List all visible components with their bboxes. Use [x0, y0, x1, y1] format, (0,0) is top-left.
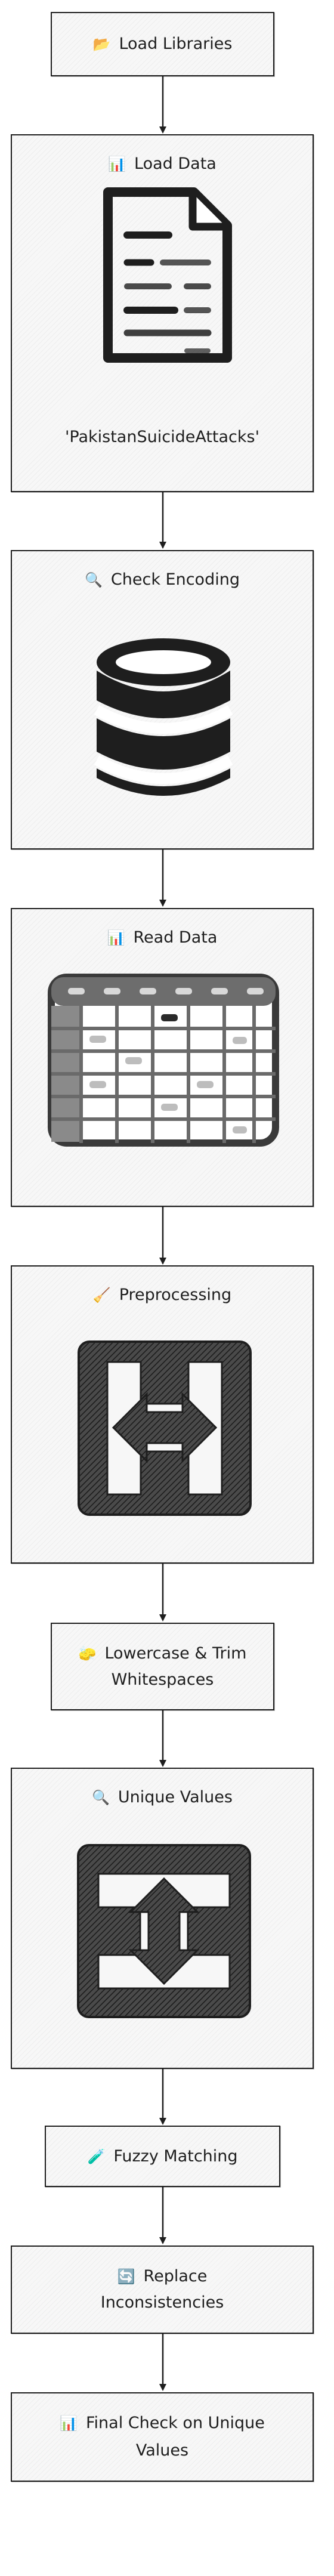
node-label: Preprocessing [119, 1286, 232, 1304]
horizontal-arrows-icon [78, 1340, 252, 1516]
node-label-line-1: Final Check on Unique [85, 2414, 265, 2432]
node-label: Read Data [133, 928, 218, 947]
bar-chart-icon: 📊 [108, 156, 126, 172]
node-replace-inconsistencies: 🔄 Replace Inconsistencies [11, 2245, 314, 2334]
node-lowercase-trim: 🧽 Lowercase & Trim Whitespaces [51, 1623, 274, 1710]
node-read-data: 📊 Read Data [11, 908, 314, 1207]
document-icon [103, 187, 232, 363]
node-label-line-2: Inconsistencies [100, 2293, 224, 2312]
bar-chart-icon: 📊 [107, 929, 125, 946]
node-caption: 'PakistanSuicideAttacks' [64, 428, 260, 446]
node-label: Unique Values [117, 1788, 233, 1806]
node-label: Fuzzy Matching [113, 2147, 238, 2166]
node-label: Load Libraries [119, 35, 233, 53]
database-icon [94, 638, 233, 796]
magnifier-icon: 🔍 [92, 1789, 110, 1806]
node-label-line-2: Values [135, 2441, 189, 2460]
node-label-line-1: Replace [143, 2267, 208, 2285]
bar-chart-icon: 📊 [60, 2415, 78, 2432]
magnifier-icon: 🔍 [85, 572, 103, 588]
folder-icon: 📂 [92, 36, 111, 52]
vertical-arrows-icon [77, 1844, 251, 2018]
eraser-icon: 🧽 [78, 1645, 97, 1662]
table-icon [48, 974, 279, 1147]
node-load-data: 📊 Load Data 'PakistanSuicideAttacks' [11, 134, 314, 492]
refresh-icon: 🔄 [117, 2268, 135, 2285]
jar-icon: 🧪 [87, 2148, 106, 2165]
node-label: Check Encoding [110, 570, 240, 589]
node-label: Load Data [134, 155, 217, 173]
node-unique-values: 🔍 Unique Values [11, 1768, 314, 2069]
node-label-line-2: Whitespaces [111, 1670, 214, 1689]
node-check-encoding: 🔍 Check Encoding [11, 550, 314, 850]
node-preprocessing: 🧹 Preprocessing [11, 1265, 314, 1564]
node-final-check: 📊 Final Check on Unique Values [11, 2392, 314, 2482]
broom-icon: 🧹 [92, 1287, 111, 1304]
node-load-libraries: 📂 Load Libraries [51, 12, 274, 76]
node-label-line-1: Lowercase & Trim [104, 1644, 247, 1663]
node-fuzzy-matching: 🧪 Fuzzy Matching [45, 2126, 280, 2187]
